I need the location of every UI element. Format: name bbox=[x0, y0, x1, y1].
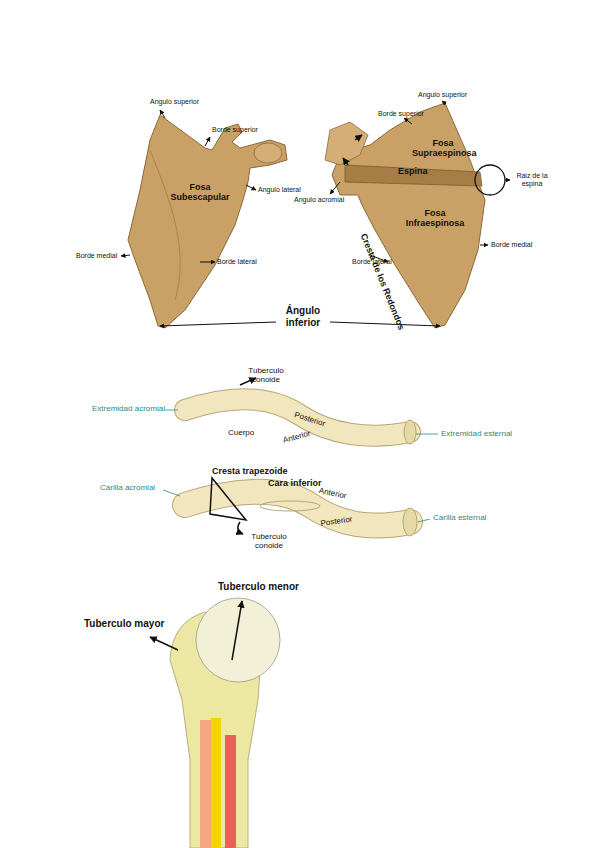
part-label: Fosa Supraespinosa bbox=[412, 138, 474, 159]
part-label: Extremidad acromial bbox=[92, 404, 165, 413]
pointer-arrow bbox=[238, 522, 243, 534]
part-label: Borde lateral bbox=[352, 258, 392, 266]
pointer-arrow bbox=[355, 135, 362, 140]
acromion bbox=[325, 122, 368, 165]
sternal-end bbox=[404, 420, 416, 444]
pointer-arrow bbox=[343, 158, 348, 165]
bone-shading bbox=[150, 150, 180, 300]
scapula-anterior bbox=[128, 115, 287, 328]
stripe bbox=[225, 735, 236, 848]
part-label: Cuerpo bbox=[228, 428, 254, 437]
sternal-facet bbox=[403, 508, 417, 536]
part-label: Extremidad esternal bbox=[441, 429, 512, 438]
leader-lines bbox=[121, 101, 510, 326]
part-label: Carilla esternal bbox=[433, 513, 486, 522]
stripe bbox=[211, 718, 221, 848]
subclavian-groove bbox=[260, 501, 320, 511]
part-label: Fosa Infraespinosa bbox=[405, 208, 465, 229]
part-label: Fosa Subescapular bbox=[170, 182, 230, 203]
part-label: Borde superior bbox=[378, 110, 424, 118]
part-label: Carilla acromial bbox=[100, 483, 155, 492]
root-circle bbox=[475, 165, 505, 195]
trapezoid-triangle bbox=[210, 478, 246, 520]
part-label: Angulo lateral bbox=[258, 186, 301, 194]
part-label: Tuberculo menor bbox=[218, 581, 299, 593]
part-label: Borde medial bbox=[76, 252, 117, 260]
clavicle-outline bbox=[185, 399, 410, 435]
acromion bbox=[254, 143, 282, 163]
part-label: Anterior bbox=[282, 429, 311, 445]
part-label: Angulo superior bbox=[418, 91, 467, 99]
part-label: Raiz de la espina bbox=[512, 172, 552, 188]
clavicle-superior bbox=[185, 399, 410, 435]
part-label: Cara inferior bbox=[268, 478, 322, 488]
clavicle-outline bbox=[185, 492, 410, 526]
part-label: Espina bbox=[398, 166, 428, 176]
part-label: Ángulo inferior bbox=[276, 305, 330, 328]
part-label: Cresta trapezoide bbox=[212, 466, 288, 476]
leader-lines bbox=[150, 601, 242, 660]
part-label: Angulo acromial bbox=[294, 196, 344, 204]
clavicle-inferior bbox=[185, 492, 410, 526]
leader-lines bbox=[163, 410, 438, 522]
part-label: Tuberculo conoide bbox=[246, 532, 292, 550]
stripe bbox=[200, 720, 212, 848]
part-label: Tuberculo mayor bbox=[84, 618, 164, 630]
part-label: Borde lateral bbox=[217, 258, 257, 266]
spine bbox=[345, 165, 482, 186]
part-label: Borde superior bbox=[212, 126, 258, 134]
humerus-head bbox=[196, 598, 280, 682]
part-label: Borde medial bbox=[491, 241, 532, 249]
part-label: Tuberculo conoide bbox=[242, 366, 290, 384]
part-label: Angulo superior bbox=[150, 98, 199, 106]
